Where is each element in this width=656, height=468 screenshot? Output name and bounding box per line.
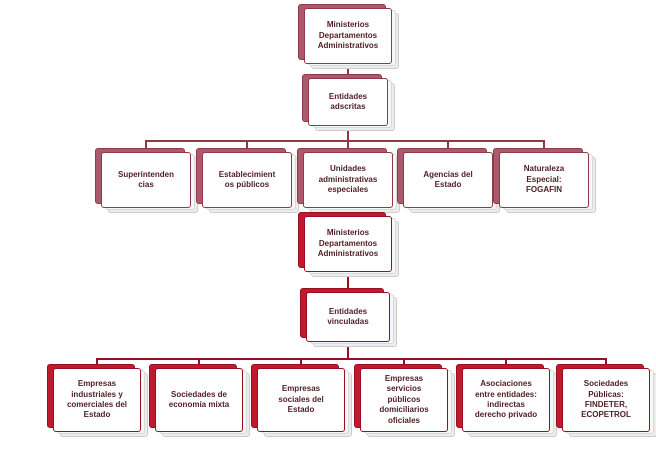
connector-drop-adscritas-4 (447, 140, 449, 152)
org-node-face: Unidades administrativas especiales (303, 152, 393, 208)
org-node-face: Naturaleza Especial: FOGAFIN (499, 152, 589, 208)
connector-drop-vinculadas-5 (505, 358, 507, 368)
org-node-establecimientos-publicos: Establecimient os públicos (196, 148, 299, 213)
org-node-agencias-del-estado: Agencias del Estado (397, 148, 500, 213)
org-node-label: Sociedades Públicas: FINDETER, ECOPETROL (581, 379, 631, 420)
org-node-face: Establecimient os públicos (202, 152, 292, 208)
org-node-ministerios-vinculadas: Ministerios Departamentos Administrativo… (298, 212, 399, 277)
connector-drop-vinculadas-4 (403, 358, 405, 368)
org-node-empresas-servicios-publicos: Empresas servicios públicos domiciliario… (354, 364, 455, 437)
org-node-face: Empresas servicios públicos domiciliario… (360, 368, 448, 432)
org-node-face: Ministerios Departamentos Administrativo… (304, 8, 392, 64)
connector-drop-vinculadas-6 (605, 358, 607, 368)
org-node-empresas-sociales: Empresas sociales del Estado (251, 364, 352, 437)
connector-drop-adscritas-3 (347, 140, 349, 152)
connector-rail-vinculadas (96, 358, 607, 360)
org-node-label: Unidades administrativas especiales (318, 164, 378, 195)
org-node-face: Empresas sociales del Estado (257, 368, 345, 432)
connector-root-to-adscritas (347, 64, 349, 78)
org-node-unidades-administrativas: Unidades administrativas especiales (297, 148, 400, 213)
org-node-face: Sociedades Públicas: FINDETER, ECOPETROL (562, 368, 650, 432)
org-node-face: Superintenden cias (101, 152, 191, 208)
org-node-label: Ministerios Departamentos Administrativo… (317, 228, 379, 259)
connector-drop-vinculadas-3 (300, 358, 302, 368)
org-node-label: Agencias del Estado (423, 169, 473, 189)
connector-drop-adscritas-2 (246, 140, 248, 152)
org-node-label: Ministerios Departamentos Administrativo… (317, 20, 379, 51)
org-node-sociedades-economia-mixta: Sociedades de economía mixta (149, 364, 250, 437)
org-node-label: Empresas sociales del Estado (278, 384, 324, 415)
org-node-label: Naturaleza Especial: FOGAFIN (523, 164, 565, 195)
org-node-label: Superintenden cias (117, 169, 174, 189)
org-node-label: Establecimient os públicos (218, 169, 276, 189)
connector-rail-adscritas (145, 140, 545, 142)
connector-drop-vinculadas-2 (198, 358, 200, 368)
connector-drop-adscritas-5 (543, 140, 545, 152)
org-node-sociedades-publicas: Sociedades Públicas: FINDETER, ECOPETROL (556, 364, 656, 437)
org-node-label: Entidades vinculadas (327, 306, 369, 326)
org-node-face: Entidades adscritas (308, 78, 388, 126)
org-node-face: Agencias del Estado (403, 152, 493, 208)
connector-adscritas-to-rail (347, 126, 349, 140)
org-node-label: Entidades adscritas (328, 91, 368, 111)
org-node-face: Sociedades de economía mixta (155, 368, 243, 432)
org-node-empresas-industriales: Empresas industriales y comerciales del … (47, 364, 148, 437)
org-node-face: Asociaciones entre entidades: indirectas… (462, 368, 550, 432)
org-node-naturaleza-especial-fogafin: Naturaleza Especial: FOGAFIN (493, 148, 596, 213)
org-node-label: Empresas servicios públicos domiciliario… (379, 374, 429, 425)
org-node-label: Sociedades de economía mixta (168, 389, 230, 409)
org-node-label: Asociaciones entre entidades: indirectas… (474, 379, 538, 420)
connector-root-to-vinculadas (347, 272, 349, 292)
org-node-face: Ministerios Departamentos Administrativo… (304, 216, 392, 272)
org-node-ministerios-adscritas: Ministerios Departamentos Administrativo… (298, 4, 399, 69)
connector-vinculadas-to-rail (347, 342, 349, 358)
connector-drop-vinculadas-1 (96, 358, 98, 368)
org-node-entidades-adscritas: Entidades adscritas (302, 74, 395, 131)
org-node-superintendencias: Superintenden cias (95, 148, 198, 213)
org-node-asociaciones-entre-entidades: Asociaciones entre entidades: indirectas… (456, 364, 557, 437)
org-node-entidades-vinculadas: Entidades vinculadas (300, 288, 397, 347)
org-node-face: Empresas industriales y comerciales del … (53, 368, 141, 432)
org-node-face: Entidades vinculadas (306, 292, 390, 342)
org-node-label: Empresas industriales y comerciales del … (66, 379, 128, 420)
connector-drop-adscritas-1 (145, 140, 147, 152)
